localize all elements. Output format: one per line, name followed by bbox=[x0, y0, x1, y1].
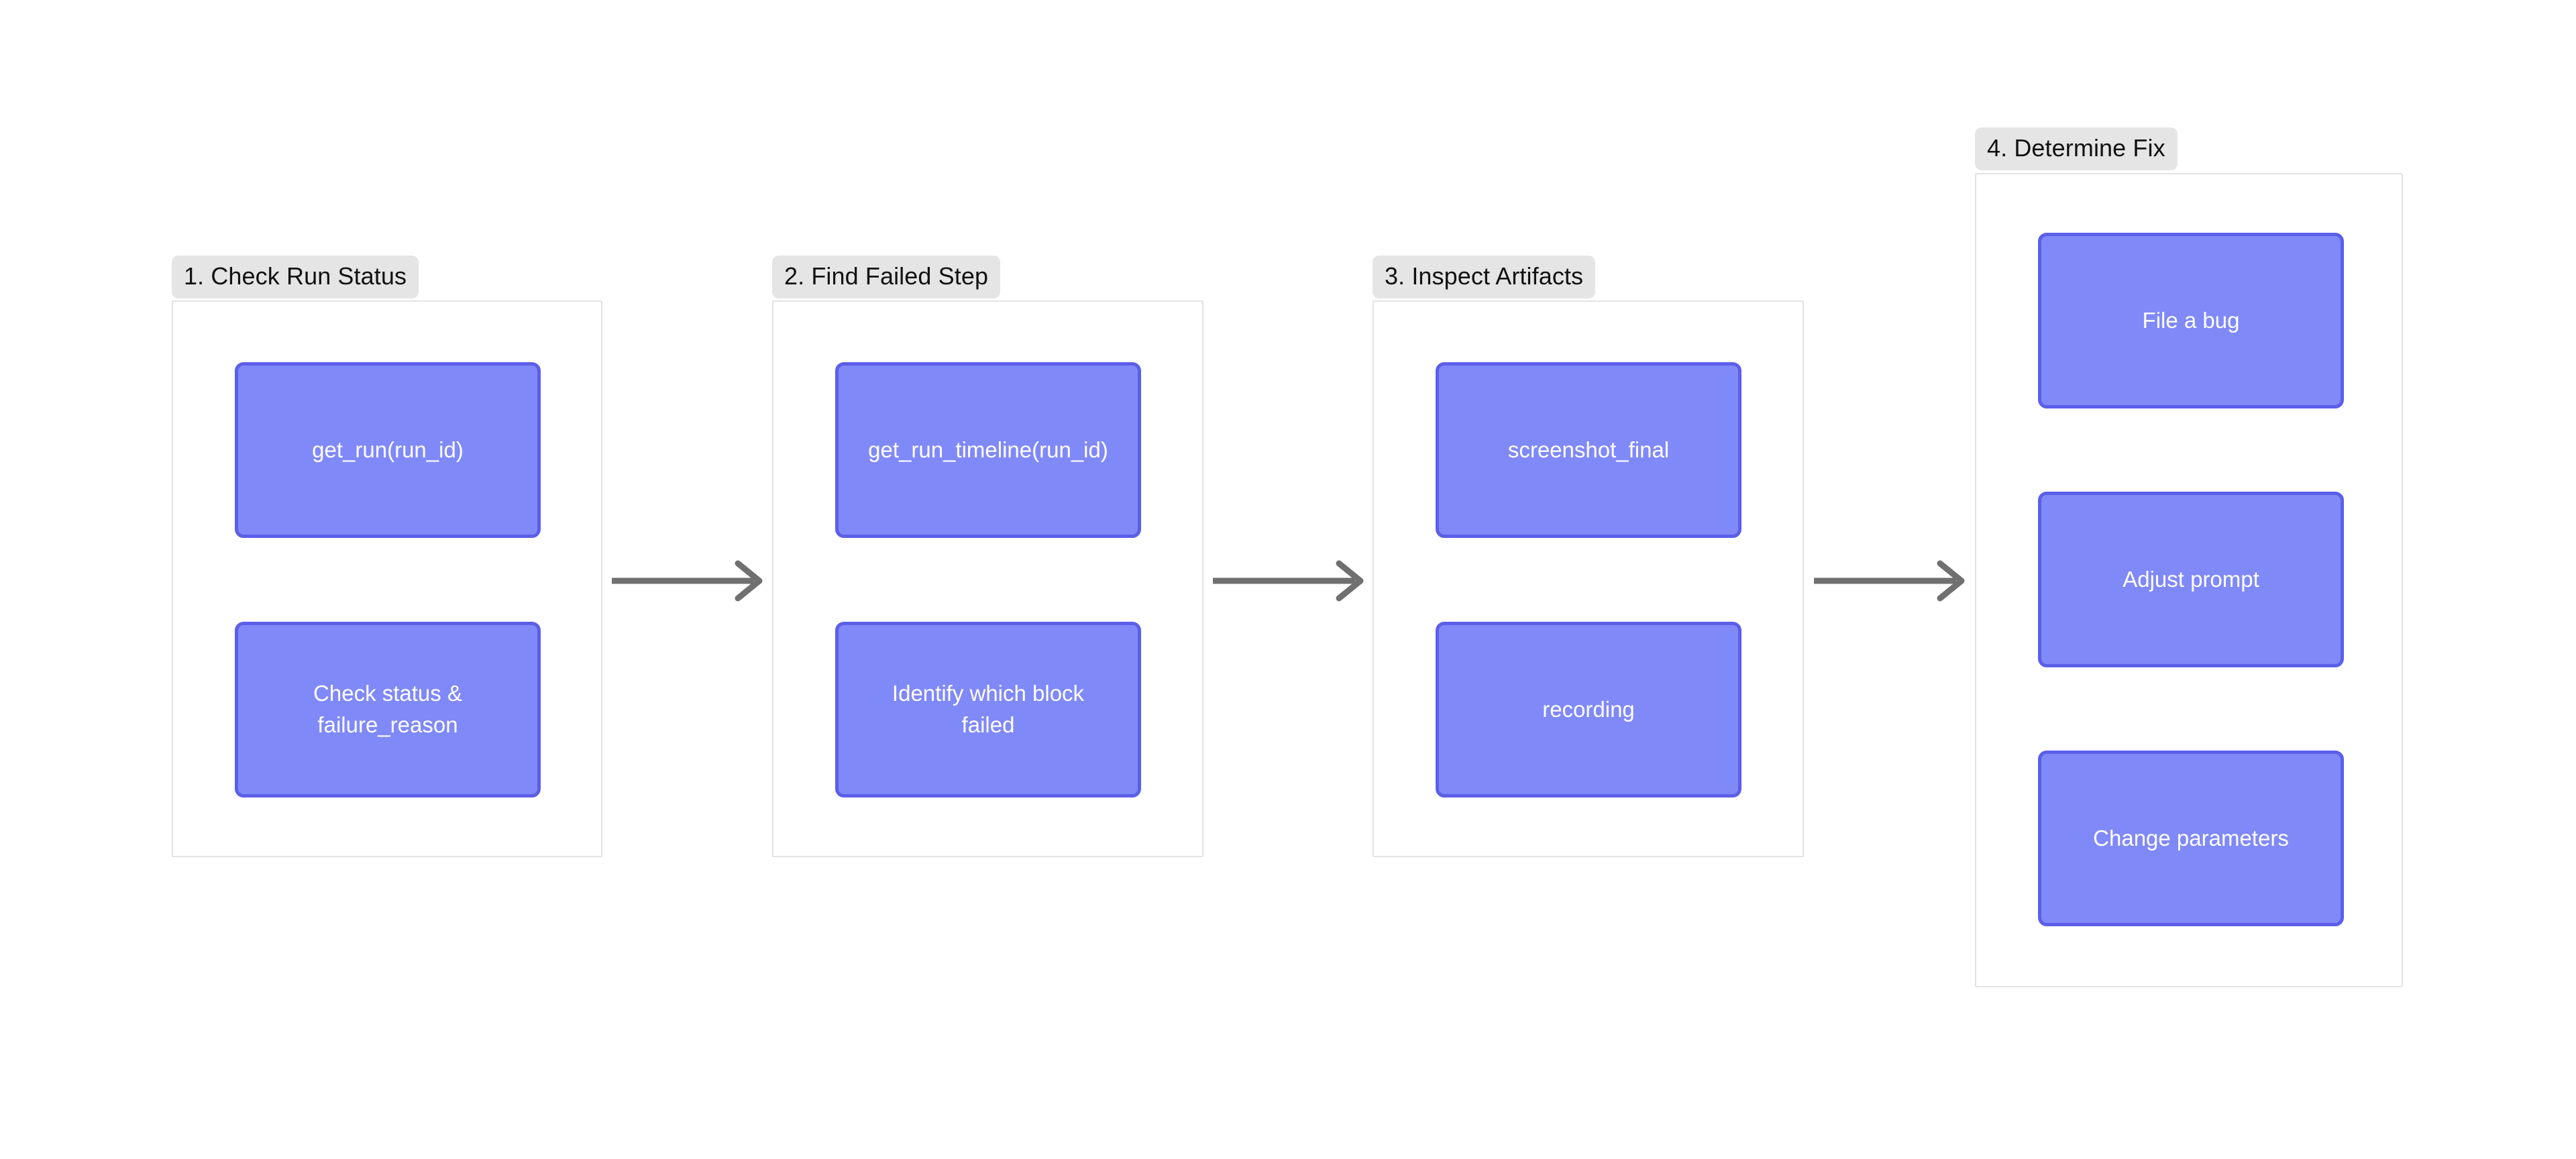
node-recording[interactable]: recording bbox=[1436, 622, 1741, 797]
arrow-1-to-2 bbox=[610, 554, 769, 608]
group-label-4: 4. Determine Fix bbox=[1975, 127, 2178, 170]
node-change-parameters[interactable]: Change parameters bbox=[2038, 751, 2344, 926]
group-label-2: 2. Find Failed Step bbox=[772, 256, 1001, 298]
node-adjust-prompt[interactable]: Adjust prompt bbox=[2038, 492, 2344, 667]
arrow-2-to-3 bbox=[1212, 554, 1370, 608]
group-label-3: 3. Inspect Artifacts bbox=[1373, 256, 1596, 298]
node-get-run-timeline[interactable]: get_run_timeline(run_id) bbox=[835, 362, 1141, 538]
node-check-status-failure-reason[interactable]: Check status & failure_reason bbox=[235, 622, 541, 797]
node-file-a-bug[interactable]: File a bug bbox=[2038, 233, 2344, 408]
node-screenshot-final[interactable]: screenshot_final bbox=[1436, 362, 1741, 538]
node-get-run[interactable]: get_run(run_id) bbox=[235, 362, 541, 538]
node-identify-which-block-failed[interactable]: Identify which block failed bbox=[835, 622, 1141, 797]
arrow-3-to-4 bbox=[1813, 554, 1971, 608]
group-label-1: 1. Check Run Status bbox=[172, 256, 419, 298]
